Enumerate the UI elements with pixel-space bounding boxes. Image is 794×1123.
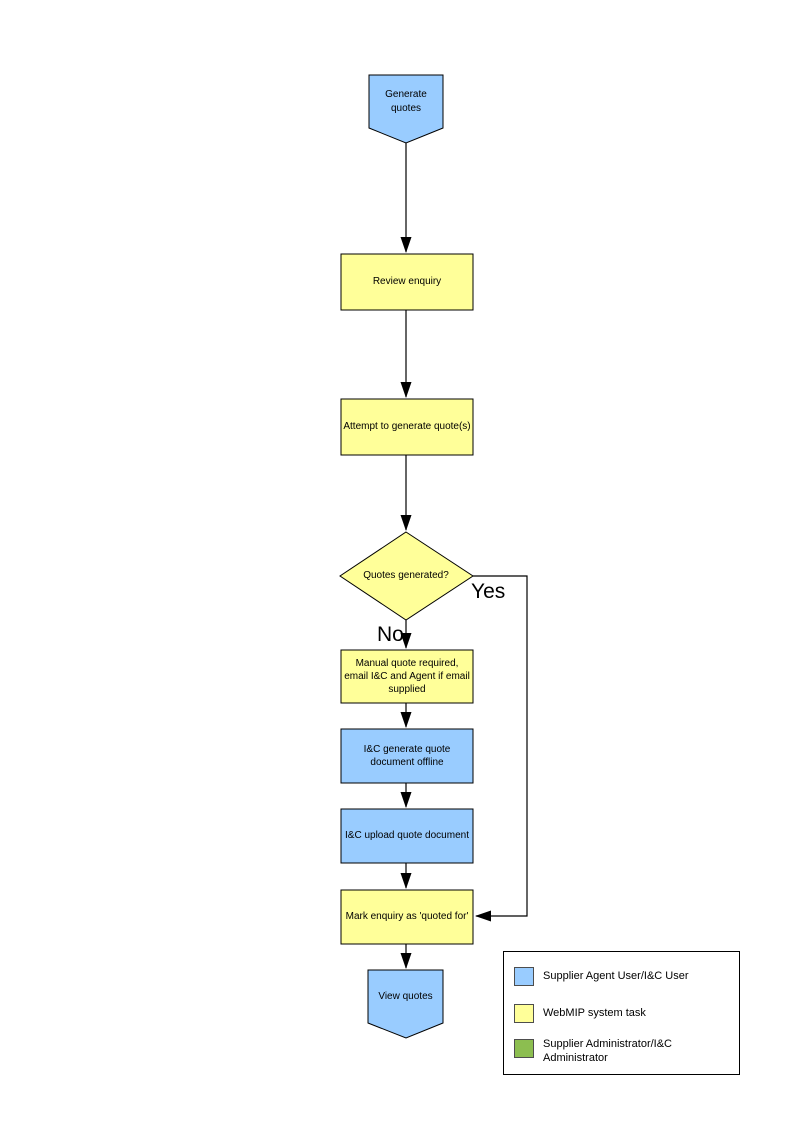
- legend-label-system: WebMIP system task: [543, 1007, 646, 1020]
- decision-diamond-shape: [339, 531, 474, 621]
- legend-box: Supplier Agent User/I&C User WebMIP syst…: [503, 951, 740, 1075]
- no-branch-label: No: [377, 623, 404, 646]
- mark-box-label: Mark enquiry as 'quoted for': [345, 911, 469, 923]
- connector-yes-branch: [473, 575, 528, 922]
- start-pentagon-label: Generate quotes: [385, 89, 427, 114]
- legend-swatch-system: [514, 1004, 534, 1023]
- ic-generate-box-label: I&C generate quote document offline: [363, 743, 451, 768]
- attempt-box-shape: [340, 398, 474, 456]
- legend-swatch-user: [514, 967, 534, 986]
- manual-box-shape: [340, 649, 474, 704]
- review-box-label: Review enquiry: [372, 276, 442, 288]
- end-pentagon-label: View quotes: [378, 990, 433, 1002]
- legend-swatch-admin: [514, 1039, 534, 1058]
- review-box-shape: [340, 253, 474, 311]
- end-pentagon-shape: [367, 969, 444, 1039]
- manual-box-label: Manual quote required, email I&C and Age…: [344, 657, 470, 696]
- mark-box-shape: [340, 889, 474, 945]
- yes-branch-label: Yes: [471, 580, 506, 603]
- attempt-box-label: Attempt to generate quote(s): [343, 421, 471, 433]
- ic-generate-box-shape: [340, 728, 474, 784]
- decision-diamond-label: Quotes generated?: [363, 570, 449, 582]
- legend-label-user: Supplier Agent User/I&C User: [543, 970, 689, 983]
- start-pentagon-shape: [368, 74, 444, 144]
- legend-label-admin: Supplier Administrator/I&C Administrator: [543, 1038, 672, 1065]
- ic-upload-box-label: I&C upload quote document: [345, 830, 469, 842]
- ic-upload-box-shape: [340, 808, 474, 864]
